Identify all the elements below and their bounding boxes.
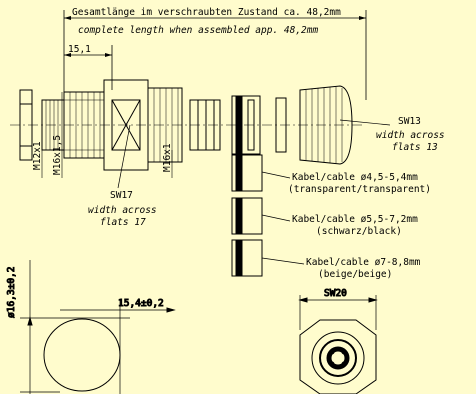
sw17-callout: SW17 width across flats 17	[88, 124, 157, 228]
seal-transparent	[231, 154, 291, 192]
length-15-1-dimension: 15,1	[64, 44, 113, 90]
length-15-1-label: 15,1	[68, 44, 91, 55]
cable3-line2: (beige/beige)	[318, 269, 392, 280]
overall-length-label-en: complete length when assembled app. 48,2…	[78, 25, 318, 36]
hex-end-view: SW20	[298, 288, 378, 394]
sw17-line2: flats 17	[100, 217, 146, 228]
sw13-callout: SW13 width across flats 13	[339, 116, 445, 153]
sw13-line1: width across	[376, 130, 445, 141]
thread-m16-1-5-label: M16x1,5	[52, 135, 63, 175]
sw13-title: SW13	[398, 116, 421, 127]
cable1-line2: (transparent/transparent)	[288, 184, 431, 195]
thread-m12-label: M12x1	[32, 141, 43, 170]
front-view-circle: ø16,3±0,2 15,4±0,2	[6, 260, 176, 394]
cable2-line1: Kabel/cable ø5,5-7,2mm	[292, 214, 418, 225]
sw20-label: SW20	[324, 288, 347, 299]
seal-beige	[231, 239, 305, 277]
cable1-line1: Kabel/cable ø4,5-5,4mm	[292, 172, 418, 183]
cable3-line1: Kabel/cable ø7-8,8mm	[306, 257, 421, 268]
length-15-4-label: 15,4±0,2	[118, 298, 164, 309]
overall-length-dimension: Gesamtlänge im verschraubten Zustand ca.…	[63, 7, 367, 100]
cable2-line2: (schwarz/black)	[316, 226, 402, 237]
seal-black	[231, 197, 291, 235]
sw17-line1: width across	[88, 205, 157, 216]
thread-m16-1-label: M16x1	[162, 143, 173, 172]
sw17-title: SW17	[110, 190, 133, 201]
overall-length-label-de: Gesamtlänge im verschraubten Zustand ca.…	[72, 7, 341, 18]
thread-labels: M12x1 M16x1,5 M16x1	[32, 92, 173, 178]
diameter-16-3-label: ø16,3±0,2	[6, 267, 17, 318]
sw13-line2: flats 13	[392, 142, 438, 153]
